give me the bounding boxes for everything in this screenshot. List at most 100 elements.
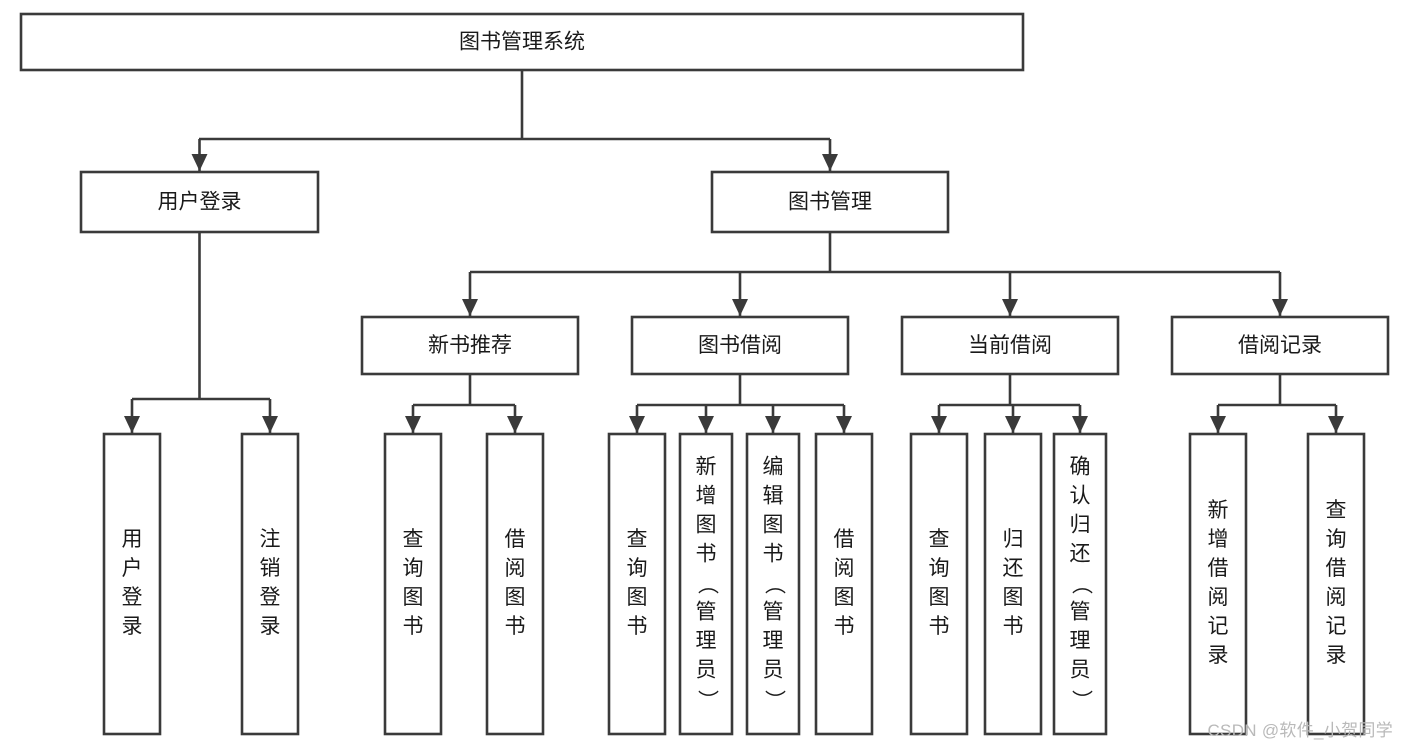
label-char: 理 — [1070, 630, 1091, 653]
label-char: 还 — [1003, 557, 1024, 580]
label-char: 还 — [1070, 543, 1091, 566]
node-box-leaf-query-book-3[interactable] — [909, 432, 969, 736]
label-char: 书 — [403, 615, 424, 638]
arrow-head-leaf-return-book — [1005, 416, 1021, 433]
node-box-leaf-query-book-2[interactable] — [607, 432, 667, 736]
node-box-leaf-confirm-return[interactable] — [1052, 432, 1108, 736]
label-char: 户 — [122, 557, 143, 580]
label-char: 理 — [763, 630, 784, 653]
arrow-head-leaf-borrow-book-1 — [507, 416, 523, 433]
label-char: 辑 — [763, 485, 784, 508]
node-box-leaf-return-book[interactable] — [983, 432, 1043, 736]
arrow-head-book-borrow — [732, 299, 748, 316]
node-box-leaf-add-book[interactable] — [678, 432, 734, 736]
label-char: 查 — [403, 528, 424, 551]
label-char: 注 — [260, 528, 281, 551]
label-char: 登 — [122, 586, 143, 609]
node-box-leaf-logout[interactable] — [240, 432, 300, 736]
node-book-borrow[interactable]: 图书借阅 — [630, 315, 850, 376]
label-char: 图 — [505, 586, 526, 609]
label-char: 书 — [505, 615, 526, 638]
node-box-book-borrow[interactable] — [630, 315, 850, 376]
arrow-head-leaf-add-book — [698, 416, 714, 433]
node-box-borrow-record[interactable] — [1170, 315, 1390, 376]
node-box-root[interactable] — [19, 12, 1025, 72]
label-char: （ — [1069, 574, 1092, 595]
label-char: 书 — [1003, 615, 1024, 638]
node-box-leaf-user-login[interactable] — [102, 432, 162, 736]
node-box-leaf-query-record[interactable] — [1306, 432, 1366, 736]
label-char: 书 — [834, 615, 855, 638]
node-root[interactable]: 图书管理系统 — [19, 12, 1025, 72]
arrow-head-leaf-query-book-2 — [629, 416, 645, 433]
label-char: 查 — [1326, 499, 1347, 522]
watermark-label: CSDN @软件_小贺同学 — [1207, 721, 1393, 740]
label-char: 图 — [834, 586, 855, 609]
node-book-manage[interactable]: 图书管理 — [710, 170, 950, 234]
node-box-current-borrow[interactable] — [900, 315, 1120, 376]
label-char: ） — [762, 690, 785, 711]
node-box-leaf-query-book-1[interactable] — [383, 432, 443, 736]
node-box-leaf-edit-book[interactable] — [745, 432, 801, 736]
label-char: 图 — [1003, 586, 1024, 609]
label-char: 员 — [696, 659, 717, 682]
node-box-user-login[interactable] — [79, 170, 320, 234]
arrow-head-leaf-query-book-3 — [931, 416, 947, 433]
label-char: 登 — [260, 586, 281, 609]
node-user-login[interactable]: 用户登录 — [79, 170, 320, 234]
node-label-root: 图书管理系统 — [459, 31, 585, 54]
node-label-current-borrow: 当前借阅 — [968, 334, 1052, 357]
node-label-leaf-user-login: 用户登录 — [122, 528, 143, 638]
label-char: 询 — [929, 557, 950, 580]
label-char: 记 — [1208, 615, 1229, 638]
label-char: 管 — [696, 601, 717, 624]
node-new-book-rec[interactable]: 新书推荐 — [360, 315, 580, 376]
label-char: 阅 — [834, 557, 855, 580]
label-char: 用 — [122, 528, 143, 551]
label-char: 查 — [627, 528, 648, 551]
label-char: 管 — [1070, 601, 1091, 624]
arrow-head-borrow-record — [1272, 299, 1288, 316]
node-box-leaf-add-record[interactable] — [1188, 432, 1248, 736]
node-box-book-manage[interactable] — [710, 170, 950, 234]
node-box-new-book-rec[interactable] — [360, 315, 580, 376]
connector-lines — [124, 70, 1344, 433]
node-leaf-user-login[interactable]: 用户登录 — [102, 432, 162, 736]
arrow-head-leaf-user-login — [124, 416, 140, 433]
label-char: 借 — [834, 528, 855, 551]
node-current-borrow[interactable]: 当前借阅 — [900, 315, 1120, 376]
arrow-head-user-login — [191, 154, 208, 171]
node-box-leaf-borrow-book-1[interactable] — [485, 432, 545, 736]
arrow-head-leaf-logout — [262, 416, 278, 433]
label-char: 员 — [1070, 659, 1091, 682]
label-char: 归 — [1003, 528, 1024, 551]
label-char: 书 — [696, 543, 717, 566]
arrow-head-new-book-rec — [462, 299, 478, 316]
node-label-book-manage: 图书管理 — [788, 191, 872, 214]
node-boxes: 图书管理系统用户登录图书管理新书推荐图书借阅当前借阅借阅记录用户登录注销登录查询… — [19, 12, 1390, 736]
node-borrow-record[interactable]: 借阅记录 — [1170, 315, 1390, 376]
node-box-leaf-borrow-book-2[interactable] — [814, 432, 874, 736]
arrow-head-current-borrow — [1002, 299, 1018, 316]
label-char: 增 — [1208, 528, 1229, 551]
label-char: 录 — [1208, 644, 1229, 667]
label-char: 图 — [627, 586, 648, 609]
